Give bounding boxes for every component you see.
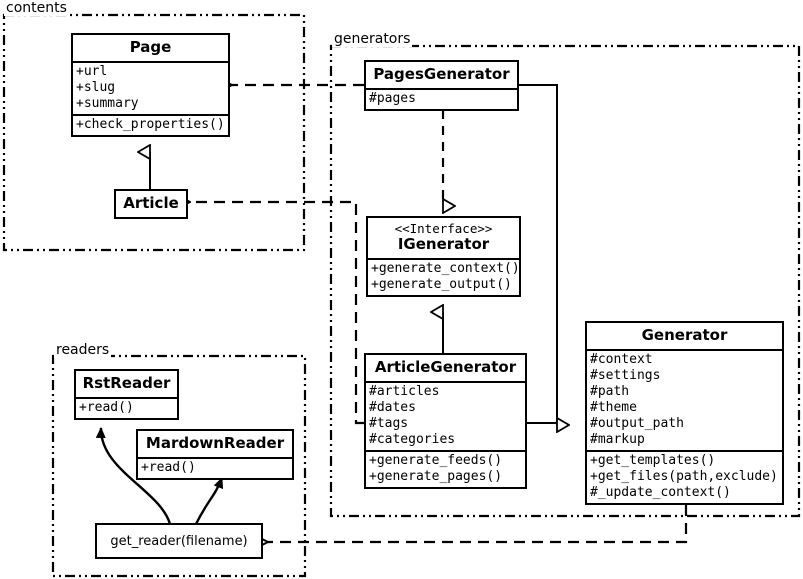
class-methods-page: +check_properties() [73, 114, 228, 135]
class-name-rst-reader: RstReader [82, 374, 171, 392]
attribute-row: #markup [590, 432, 645, 447]
class-name-page: Page [129, 38, 172, 56]
method-row: +check_properties() [76, 117, 225, 132]
class-box-rst-reader[interactable]: RstReader +read() [74, 369, 179, 420]
function-label-get-reader: get_reader(filename) [110, 533, 248, 549]
attribute-row: #theme [590, 400, 637, 415]
class-box-page[interactable]: Page +url +slug +summary +check_properti… [71, 33, 230, 137]
function-box-get-reader[interactable]: get_reader(filename) [95, 523, 263, 559]
method-row: +get_files(path,exclude) [590, 469, 778, 484]
attribute-row: #settings [590, 368, 661, 383]
attribute-row: +url [76, 64, 108, 79]
package-label-contents: contents [4, 0, 69, 16]
attribute-row: #output_path [590, 416, 684, 431]
class-methods-article-generator: +generate_feeds() +generate_pages() [366, 450, 525, 487]
class-box-igenerator[interactable]: <<Interface>> IGenerator +generate_conte… [366, 216, 521, 297]
relation-articlegenerator-depends-article [190, 202, 364, 425]
class-attributes-page: +url +slug +summary [73, 61, 228, 114]
attribute-row: #dates [369, 400, 416, 415]
attribute-row: #categories [369, 432, 456, 447]
class-name-mardown-reader: MardownReader [145, 434, 285, 452]
method-row: +generate_pages() [369, 469, 503, 484]
method-row: +generate_context() [371, 261, 520, 276]
class-name-pages-generator: PagesGenerator [373, 65, 510, 83]
class-name-article: Article [123, 194, 179, 212]
class-attributes-article-generator: #articles #dates #tags #categories [366, 381, 525, 450]
class-box-mardown-reader[interactable]: MardownReader +read() [136, 429, 294, 480]
attribute-row: #articles [369, 384, 440, 399]
method-row: +read() [141, 460, 196, 475]
attribute-row: +summary [76, 96, 139, 111]
class-methods-igenerator: +generate_context() +generate_output() [368, 258, 520, 295]
relation-getreader-creates-mardownreader [194, 477, 224, 525]
attribute-row: #pages [369, 91, 416, 106]
class-name-article-generator: ArticleGenerator [374, 358, 517, 376]
package-label-readers: readers [54, 342, 112, 358]
attribute-row: #tags [369, 416, 409, 431]
attribute-row: +slug [76, 80, 116, 95]
class-box-article-generator[interactable]: ArticleGenerator #articles #dates #tags … [364, 353, 527, 489]
class-attributes-generator: #context #settings #path #theme #output_… [587, 349, 782, 450]
class-name-generator: Generator [641, 326, 728, 344]
method-row: #_update_context() [590, 485, 731, 500]
class-attributes-pages-generator: #pages [366, 88, 517, 109]
class-methods-generator: +get_templates() +get_files(path,exclude… [587, 450, 782, 503]
class-stereotype-igenerator: <<Interface>> [394, 221, 493, 236]
attribute-row: #path [590, 384, 630, 399]
package-label-generators: generators [332, 31, 413, 47]
class-methods-rst-reader: +read() [76, 397, 177, 418]
attribute-row: #context [590, 352, 653, 367]
class-box-article[interactable]: Article [114, 189, 188, 219]
method-row: +get_templates() [590, 453, 716, 468]
class-box-pages-generator[interactable]: PagesGenerator #pages [364, 60, 519, 111]
method-row: +read() [79, 400, 134, 415]
relation-generator-depends-getreader [268, 505, 688, 542]
class-methods-mardown-reader: +read() [138, 457, 292, 478]
class-box-generator[interactable]: Generator #context #settings #path #them… [585, 321, 784, 505]
method-row: +generate_output() [371, 277, 512, 292]
class-name-igenerator: IGenerator [397, 235, 490, 253]
method-row: +generate_feeds() [369, 453, 503, 468]
